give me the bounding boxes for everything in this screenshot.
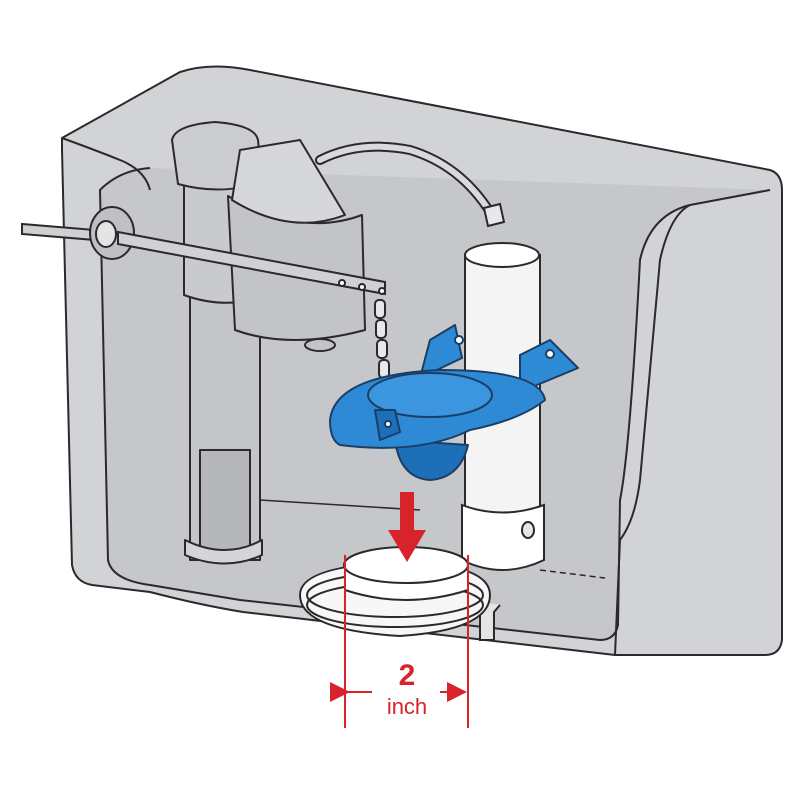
handle-nut-center [95,220,117,248]
fill-valve [171,121,366,565]
tank-rim-left [61,137,151,191]
fill-valve-base [184,539,263,565]
flapper-bulb [394,439,469,481]
fill-valve-float-top [231,139,346,224]
tank-right-edge [614,204,691,656]
trip-lever [117,230,386,296]
down-arrow-icon [388,492,426,562]
flush-handle [21,206,135,260]
flapper-disc-top [367,372,493,418]
fill-valve-shank-shadow [199,449,251,556]
tank-floor-line [259,499,421,511]
tank-floor-dashed [539,569,606,579]
dimension-indicator [330,555,469,728]
overflow-tube-top [464,242,540,268]
fill-valve-float-bottom [304,338,336,352]
trip-lever-arm [117,230,386,296]
dimension-value: 2 [399,659,416,692]
refill-clip [482,202,506,228]
overflow-tube-collar [461,503,545,571]
flapper [329,324,579,481]
flush-valve-seat [298,546,492,638]
dimension-unit: inch [387,694,427,719]
flapper-arm-left [419,324,463,379]
